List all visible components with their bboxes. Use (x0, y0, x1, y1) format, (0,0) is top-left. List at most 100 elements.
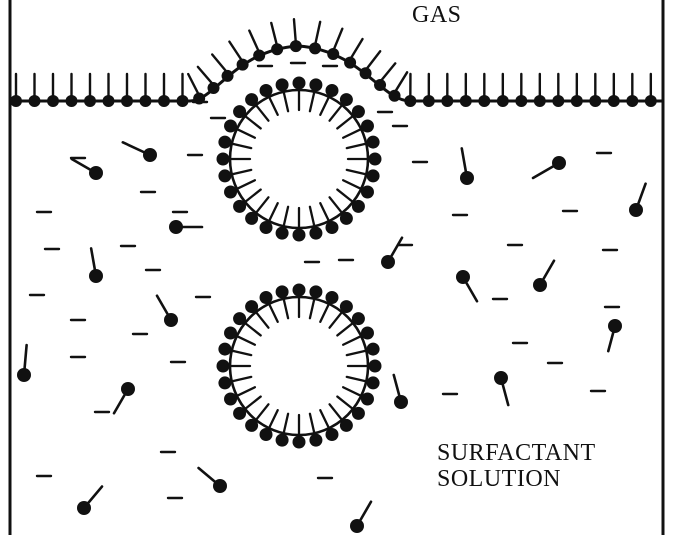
interface-surfactant (359, 50, 382, 80)
surfactant-solution-label: SURFACTANT SOLUTION (437, 440, 596, 492)
free-surfactant (89, 247, 103, 283)
surfactant-head (441, 95, 454, 107)
surfactant-head (607, 95, 620, 107)
surfactant-tail (336, 321, 355, 337)
surfactant-head (289, 40, 302, 53)
gas-label: GAS (412, 2, 462, 28)
surfactant-tail (341, 127, 363, 139)
surfactant-tail (235, 386, 257, 398)
bubble-surfactant (259, 201, 279, 234)
bubble-surfactant (328, 93, 353, 122)
interface-surfactant (404, 72, 417, 108)
surfactant-tail (243, 395, 262, 411)
interface-surfactant (327, 27, 344, 61)
surfactant-head (245, 93, 259, 107)
surfactant-head (164, 313, 178, 327)
bubble-surfactant (275, 205, 290, 240)
surfactant-head (216, 152, 230, 166)
surfactant-head (213, 479, 227, 493)
free-surfactant (70, 157, 103, 180)
bubble-surfactant (319, 84, 339, 117)
bubble-surfactant (308, 78, 323, 113)
surfactant-tail (230, 142, 253, 150)
surfactant-tail (254, 103, 270, 122)
surfactant-tail (230, 375, 253, 383)
surfactant-head (339, 93, 353, 107)
container-walls (8, 0, 665, 535)
surfactant-tail (235, 127, 257, 139)
free-surfactant (17, 343, 31, 382)
surfactant-tail (345, 168, 368, 176)
bubble-surfactant (245, 403, 270, 432)
surfactant-tail (345, 349, 368, 357)
surfactant-head (552, 95, 565, 107)
surfactant-head (456, 270, 470, 284)
surfactant-tail (267, 95, 279, 117)
surfactant-head (253, 49, 266, 62)
interface-surfactant (644, 72, 657, 107)
surfactant-head (351, 406, 365, 420)
bubble-surfactant (224, 179, 257, 199)
bubble-surfactant (328, 403, 353, 432)
surfactant-head (368, 359, 382, 373)
surfactant-head (233, 406, 247, 420)
free-surfactant (155, 294, 178, 327)
surfactant-head (360, 185, 374, 199)
surfactant-head (224, 119, 238, 133)
surfactant-head (245, 300, 259, 314)
interface-surfactant (47, 72, 59, 107)
bubble-surfactant (328, 300, 353, 329)
interface-surfactant (570, 72, 583, 107)
interface-surfactant (228, 40, 249, 71)
bubble-surfactant (233, 395, 262, 420)
bubble-surfactant (259, 408, 279, 441)
bubble-surfactant (245, 93, 270, 122)
bubble-surfactant (259, 291, 279, 324)
surfactant-head (309, 226, 323, 240)
surfactant-head (351, 105, 365, 119)
surfactant-tail (308, 90, 316, 113)
surfactant-head (176, 95, 189, 107)
gas-liquid-interface (10, 18, 663, 108)
surfactant-head (233, 199, 247, 213)
free-surfactant (381, 236, 404, 269)
surfactant-tail (235, 179, 257, 191)
free-surfactant (456, 270, 479, 303)
interface-surfactant (211, 53, 234, 82)
surfactant-head (339, 418, 353, 432)
surfactant-tail (328, 403, 344, 422)
surfactant-head (47, 95, 59, 107)
surfactant-head (459, 95, 472, 107)
free-surfactant (169, 220, 204, 234)
surfactant-tail (235, 334, 257, 346)
surfactant-head (218, 135, 232, 149)
bubble-surfactant (345, 375, 380, 390)
surfactant-head (366, 376, 380, 390)
surfactant-head (245, 211, 259, 225)
surfactant-head (460, 171, 474, 185)
surfactant-tail (282, 297, 290, 320)
solution-label-line1: SURFACTANT (437, 440, 596, 466)
surfactant-head (89, 269, 103, 283)
surfactant-head (351, 199, 365, 213)
interface-surfactant (248, 29, 266, 62)
bubble-surfactant (319, 291, 339, 324)
surfactant-head (139, 95, 152, 107)
surfactant-head (368, 152, 382, 166)
surfactant-head (224, 185, 238, 199)
surfactant-head (271, 43, 284, 56)
surfactant-head (17, 368, 31, 382)
interface-surfactant (589, 72, 602, 107)
interface-surfactant (496, 72, 509, 107)
surfactant-head (207, 82, 220, 95)
surfactant-head (339, 300, 353, 314)
surfactant-head (608, 319, 622, 333)
surfactant-head (325, 291, 339, 305)
surfactant-head (292, 228, 306, 242)
surfactant-head (292, 76, 306, 90)
surfactant-tail (243, 188, 262, 204)
bubble-surfactant (328, 196, 353, 225)
surfactant-head (224, 392, 238, 406)
surfactant-tail (336, 395, 355, 411)
